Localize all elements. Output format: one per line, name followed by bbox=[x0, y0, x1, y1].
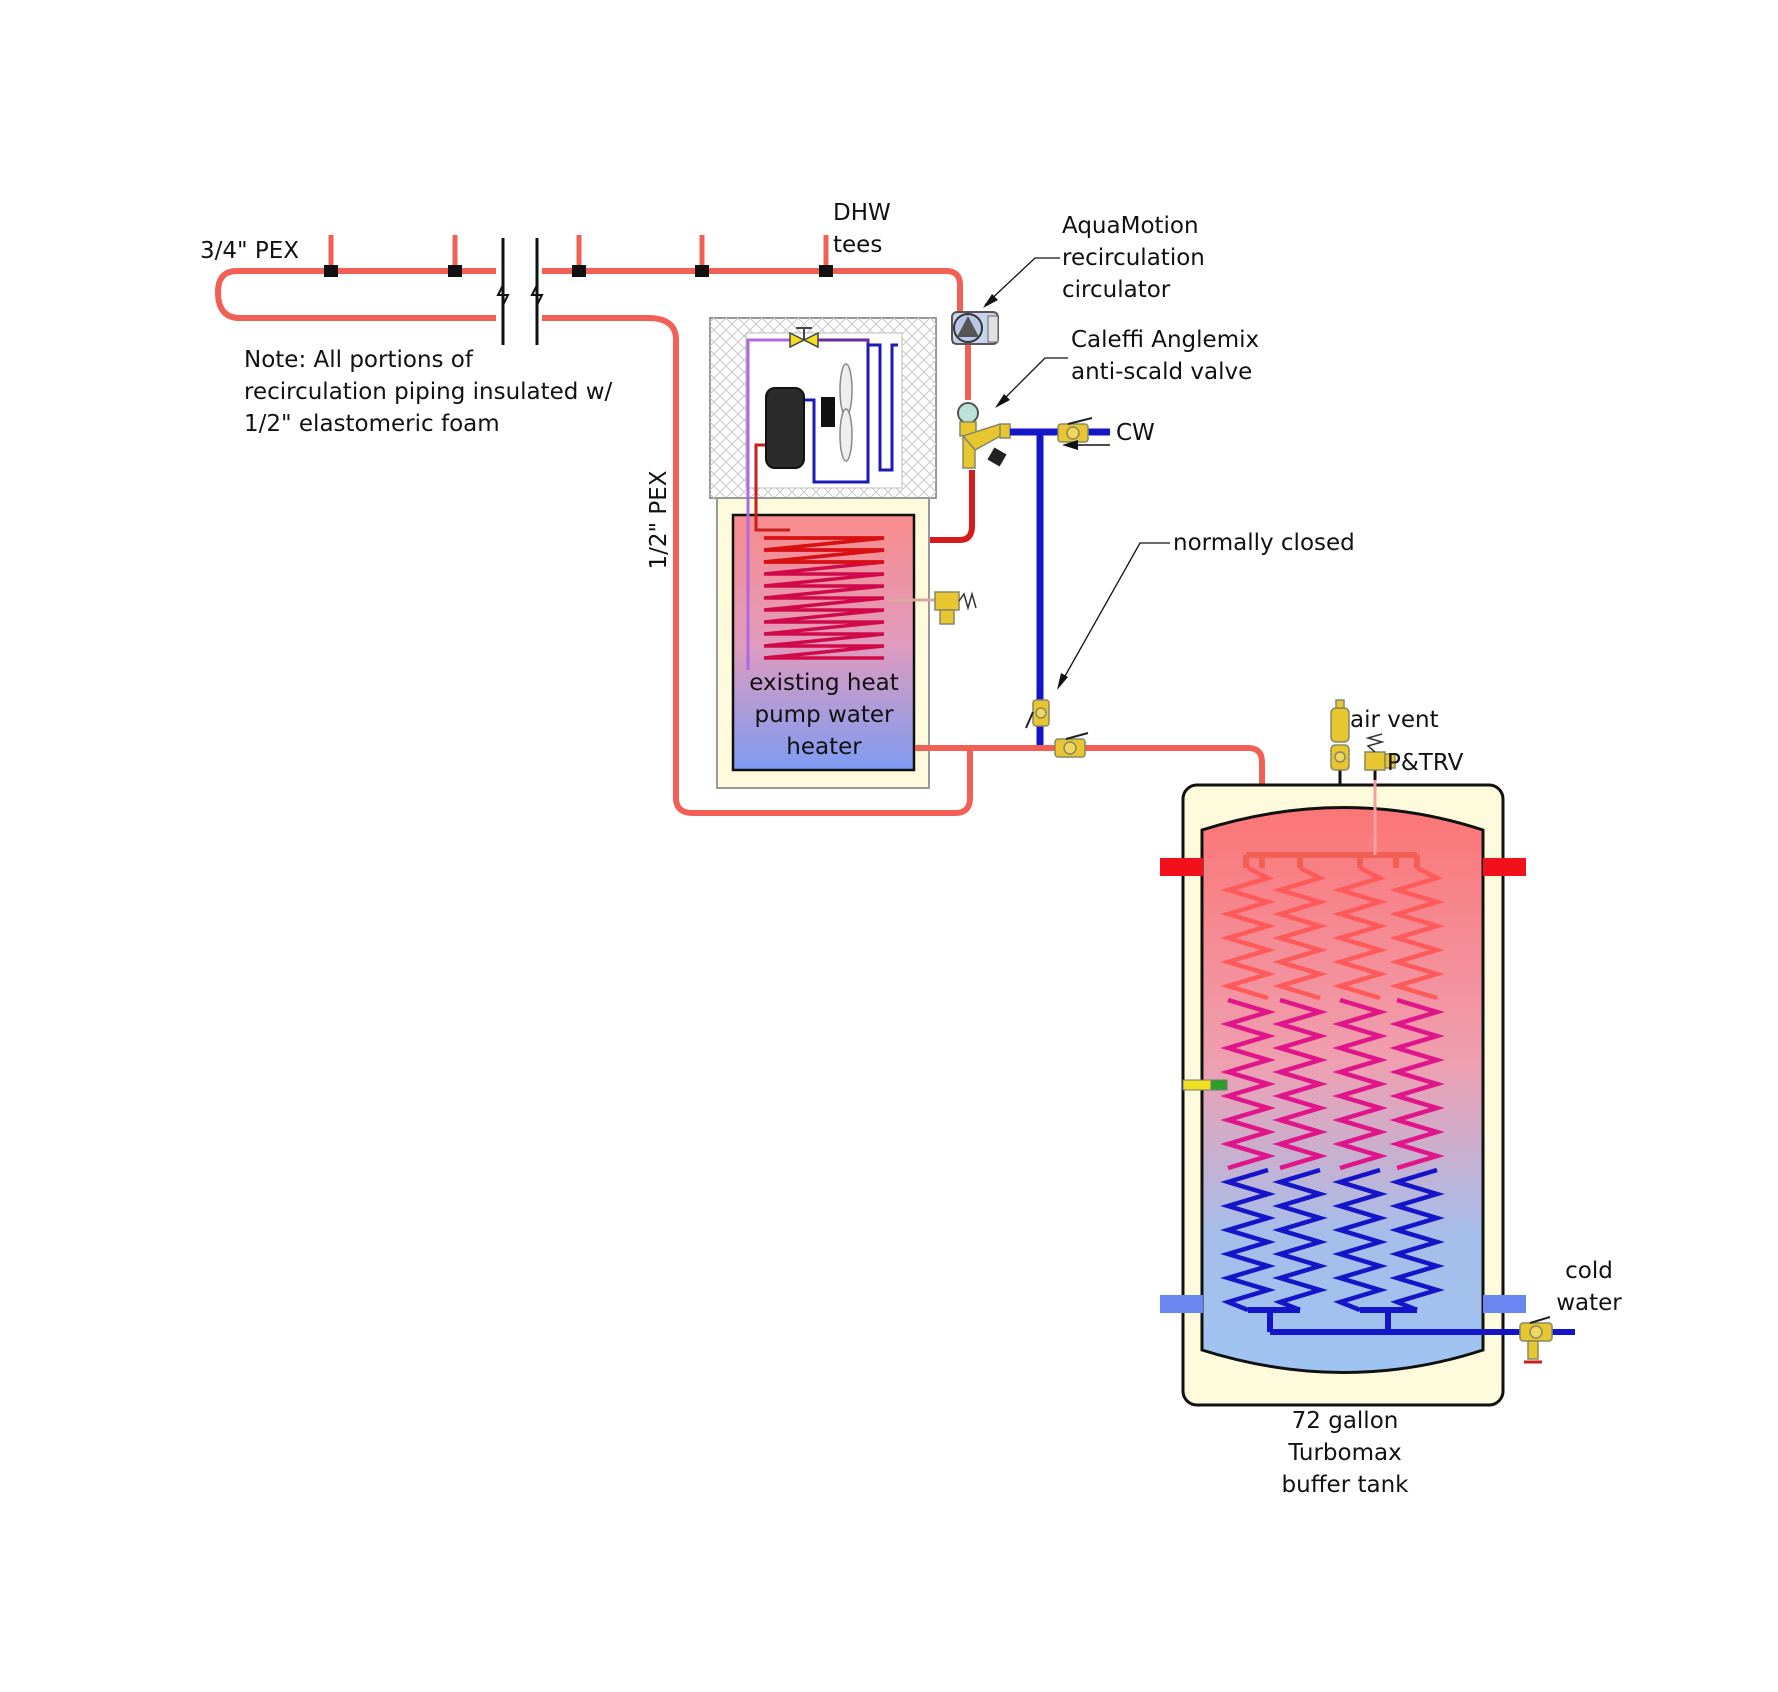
label-circulator-3: circulator bbox=[1062, 277, 1171, 303]
buffer-supply-pipe bbox=[915, 745, 1265, 855]
label-tank-2: Turbomax bbox=[1287, 1440, 1401, 1466]
air-vent-icon bbox=[1330, 699, 1350, 785]
label-cold-water-1: cold bbox=[1565, 1258, 1613, 1284]
normally-closed-valve-icon bbox=[1025, 699, 1050, 729]
label-normally-closed: normally closed bbox=[1173, 530, 1355, 556]
leader-arrowheads bbox=[983, 294, 1068, 690]
label-note-2: recirculation piping insulated w/ bbox=[244, 379, 613, 405]
cw-ball-valve-icon bbox=[1057, 417, 1093, 443]
ptrv-valve-icon bbox=[1364, 733, 1396, 855]
leader-lines bbox=[984, 257, 1170, 686]
label-cw: CW bbox=[1116, 420, 1155, 446]
label-pex-main: 3/4" PEX bbox=[200, 238, 299, 264]
label-ptrv: P&TRV bbox=[1387, 750, 1464, 776]
label-anglemix-2: anti-scald valve bbox=[1071, 359, 1252, 385]
label-dhw-tees-1: DHW bbox=[833, 200, 891, 226]
hpwh-coil-top bbox=[763, 536, 885, 564]
label-pex-return: 1/2" PEX bbox=[646, 470, 672, 569]
fan-icon bbox=[821, 363, 853, 462]
dhw-tee-fittings bbox=[324, 265, 833, 277]
label-circulator-2: recirculation bbox=[1062, 245, 1205, 271]
label-cold-water-2: water bbox=[1556, 1290, 1622, 1316]
label-dhw-tees-2: tees bbox=[833, 232, 882, 258]
label-hpwh-3: heater bbox=[786, 734, 862, 760]
cw-arrow-icon bbox=[1062, 440, 1110, 450]
expansion-valve-icon bbox=[789, 327, 819, 349]
hpwh-hot-outlet-pipe bbox=[915, 470, 975, 543]
label-tank-1: 72 gallon bbox=[1292, 1408, 1399, 1434]
label-note-1: Note: All portions of bbox=[244, 347, 474, 373]
pipe-break-marks bbox=[496, 238, 544, 345]
label-circulator-1: AquaMotion bbox=[1062, 213, 1199, 239]
label-hpwh-1: existing heat bbox=[749, 670, 898, 696]
label-air-vent: air vent bbox=[1350, 707, 1439, 733]
cold-water-inlet-valve-icon bbox=[1519, 1316, 1553, 1364]
compressor-icon bbox=[765, 387, 805, 469]
tank-feed-ball-valve-icon bbox=[1054, 732, 1089, 758]
circulator-pump-icon bbox=[951, 311, 999, 345]
label-tank-3: buffer tank bbox=[1282, 1472, 1410, 1498]
cold-water-pipe bbox=[1010, 428, 1110, 745]
label-note-3: 1/2" elastomeric foam bbox=[244, 411, 500, 437]
hpwh-tp-valve-icon bbox=[890, 591, 977, 625]
tank-coils bbox=[1220, 865, 1445, 1313]
label-anglemix-1: Caleffi Anglemix bbox=[1071, 327, 1259, 353]
label-hpwh-2: pump water bbox=[754, 702, 894, 728]
refrigerant-circuit bbox=[746, 338, 898, 670]
recirc-main-pipe bbox=[215, 268, 973, 816]
anglemix-valve-icon bbox=[957, 402, 1011, 469]
